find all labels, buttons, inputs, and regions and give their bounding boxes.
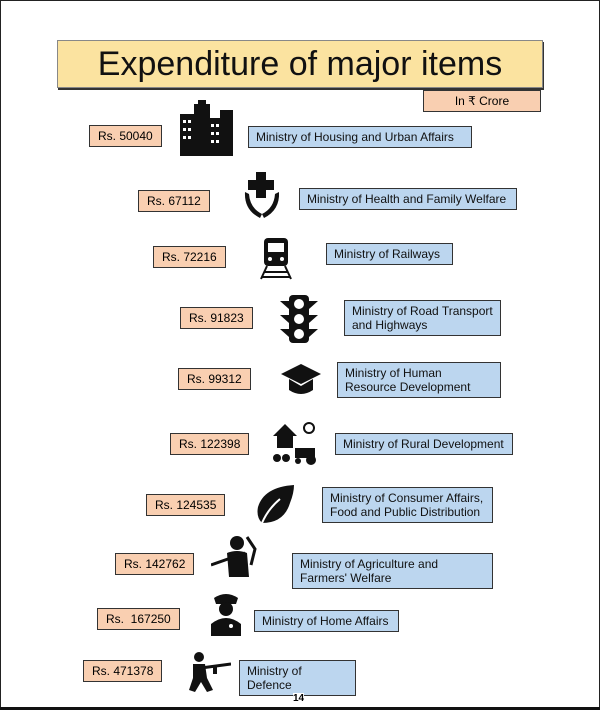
ministry-label: Ministry of Housing and Urban Affairs [248, 126, 472, 148]
traffic-light-icon [280, 295, 318, 343]
ministry-label: Ministry of Health and Family Welfare [299, 188, 517, 210]
police-icon [211, 594, 241, 636]
amount-box: Rs. 50040 [89, 125, 162, 147]
soldier-icon [189, 652, 231, 692]
graduation-cap-icon [281, 364, 321, 394]
ministry-label: Ministry of Human Resource Development [337, 362, 501, 398]
train-icon [260, 238, 292, 280]
amount-box: Rs. 122398 [170, 433, 250, 455]
amount-box: Rs. 142762 [115, 553, 195, 575]
page-bottom-border [0, 707, 600, 710]
amount-box: Rs. 99312 [178, 368, 251, 390]
ministry-label: Ministry of Consumer Affairs, Food and P… [322, 487, 493, 523]
ministry-label: Ministry of Home Affairs [254, 610, 399, 632]
amount-box: Rs. 72216 [153, 246, 226, 268]
amount-box: Rs. 124535 [146, 494, 226, 516]
ministry-label: Ministry of Agriculture and Farmers' Wel… [292, 553, 493, 589]
buildings-icon [180, 100, 233, 156]
unit-label: In ₹ Crore [423, 90, 541, 112]
health-hands-icon [244, 172, 280, 218]
amount-box: Rs. 167250 [97, 608, 180, 630]
amount-box: Rs. 91823 [180, 307, 253, 329]
leaf-icon [257, 485, 294, 524]
ministry-label: Ministry of Road Transport and Highways [344, 300, 501, 336]
ministry-label: Ministry of Defence [239, 660, 356, 696]
ministry-label: Ministry of Railways [326, 243, 453, 265]
farmer-icon [211, 536, 257, 577]
page-number: 14 [293, 693, 305, 705]
amount-box: Rs. 67112 [138, 190, 210, 212]
page-title: Expenditure of major items [57, 40, 543, 88]
ministry-label: Ministry of Rural Development [335, 433, 513, 455]
rural-icon [273, 422, 316, 465]
amount-box: Rs. 471378 [83, 660, 163, 682]
